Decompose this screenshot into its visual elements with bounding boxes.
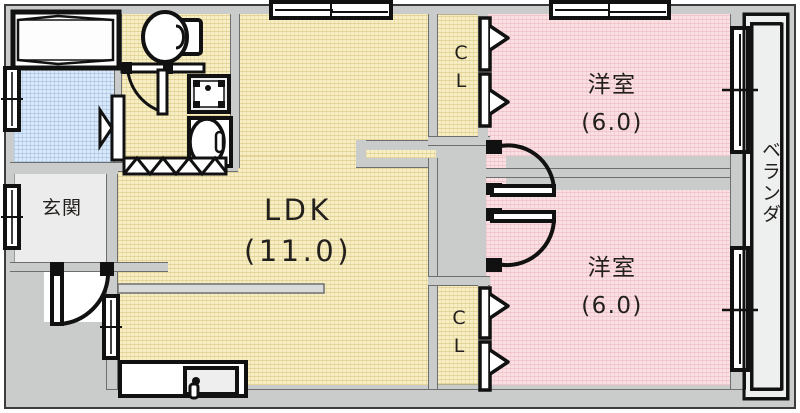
label-ldk-size: (11.0) [243, 234, 353, 268]
wall-ldk-notch-v [356, 140, 366, 166]
label-bedroom-top-size: (6.0) [581, 110, 643, 136]
ldk-top-window [269, 0, 393, 20]
closet-bottom-doors[interactable] [478, 286, 510, 392]
wall-entrance-top [10, 166, 118, 174]
closet-top-doors[interactable] [478, 16, 510, 128]
wall-closet-bottom-top [428, 276, 490, 286]
room-bedroom-top [486, 14, 732, 156]
bedroom-bottom-door[interactable] [486, 208, 557, 272]
room-ldk-lower [118, 156, 436, 385]
bedroom-top-door[interactable] [486, 140, 556, 197]
label-bedroom-top-name: 洋室 [587, 72, 637, 98]
kitchen-sink-icon [118, 360, 248, 400]
ldk-left-window [100, 294, 122, 360]
label-bedroom-bottom-name: 洋室 [587, 255, 637, 281]
washroom-sliding-door[interactable] [98, 94, 126, 162]
wall-ldk-notch-h [356, 140, 438, 150]
wall-top-outer [6, 6, 792, 14]
step-hatch [122, 155, 228, 177]
label-closet-bottom: C L [452, 307, 466, 357]
room-closet-top [436, 14, 486, 138]
wall-bottom-outer [106, 389, 746, 399]
wall-closet-top-bottom [428, 136, 490, 146]
label-veranda: ベランダ [759, 140, 781, 226]
label-ldk-name: LDK [264, 193, 332, 227]
label-entrance: 玄関 [42, 197, 82, 219]
wall-entrance-right [106, 168, 118, 272]
wc-door[interactable] [126, 68, 169, 116]
wall-washroom-divider [114, 14, 122, 166]
wall-ldk-notch-h2 [356, 158, 438, 168]
entrance-door[interactable] [50, 262, 114, 326]
ldk-counter [117, 283, 325, 294]
toilet-icon [141, 10, 203, 64]
wall-bedroom-divider [486, 168, 738, 178]
entrance-window [1, 184, 23, 250]
wall-ldk-right-bottom [428, 280, 438, 399]
washing-machine-icon [187, 74, 231, 114]
washroom-window [1, 66, 23, 132]
bedroom-top-window [549, 0, 671, 20]
label-closet-top: C L [454, 42, 468, 92]
label-bedroom-bottom-size: (6.0) [581, 293, 643, 319]
vanity-mirror-icon [10, 9, 122, 71]
veranda-frame [742, 12, 790, 401]
room-closet-bottom [432, 284, 486, 385]
wall-ldk-closet-top [428, 10, 438, 142]
wall-entrance-bottom2 [10, 262, 168, 272]
wall-ldk-right-mid [428, 158, 438, 288]
